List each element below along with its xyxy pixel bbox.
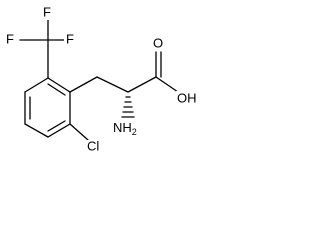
fluorine-label-right: F xyxy=(66,31,74,46)
benzene-ring xyxy=(24,77,71,138)
carboxyl-to-oh-bond xyxy=(155,76,179,93)
ring-to-cl-bond xyxy=(69,123,89,141)
ch2-to-calpha-bond xyxy=(96,76,129,93)
fluorine-label-left: F xyxy=(6,31,14,46)
calpha-to-carboxyl-bond xyxy=(127,76,157,93)
ring-bond-3 xyxy=(47,123,71,138)
trifluoromethyl-group xyxy=(19,18,67,79)
ring-bond-6 xyxy=(24,77,49,93)
amine-label-main: NH xyxy=(113,120,132,135)
molecule-structure-diagram: F F F O OH NH2 Cl xyxy=(5,4,202,154)
amine-label-subscript: 2 xyxy=(132,127,137,137)
ring-bond-1 xyxy=(47,77,71,93)
ring-double-bond-1 xyxy=(47,83,66,96)
amino-acid-side-chain xyxy=(69,51,179,118)
stereo-hash-bond xyxy=(121,96,135,118)
hydroxyl-label: OH xyxy=(177,90,197,105)
atom-labels: F F F O OH NH2 Cl xyxy=(5,4,202,154)
oxygen-label-carbonyl: O xyxy=(153,35,163,50)
fluorine-label-top: F xyxy=(43,4,51,19)
ring-bond-4 xyxy=(24,123,49,138)
amine-label: NH2 xyxy=(113,120,137,137)
chlorine-label: Cl xyxy=(87,138,99,153)
ring-double-bond-2 xyxy=(47,120,66,132)
ring-to-ch2-bond xyxy=(69,76,98,93)
